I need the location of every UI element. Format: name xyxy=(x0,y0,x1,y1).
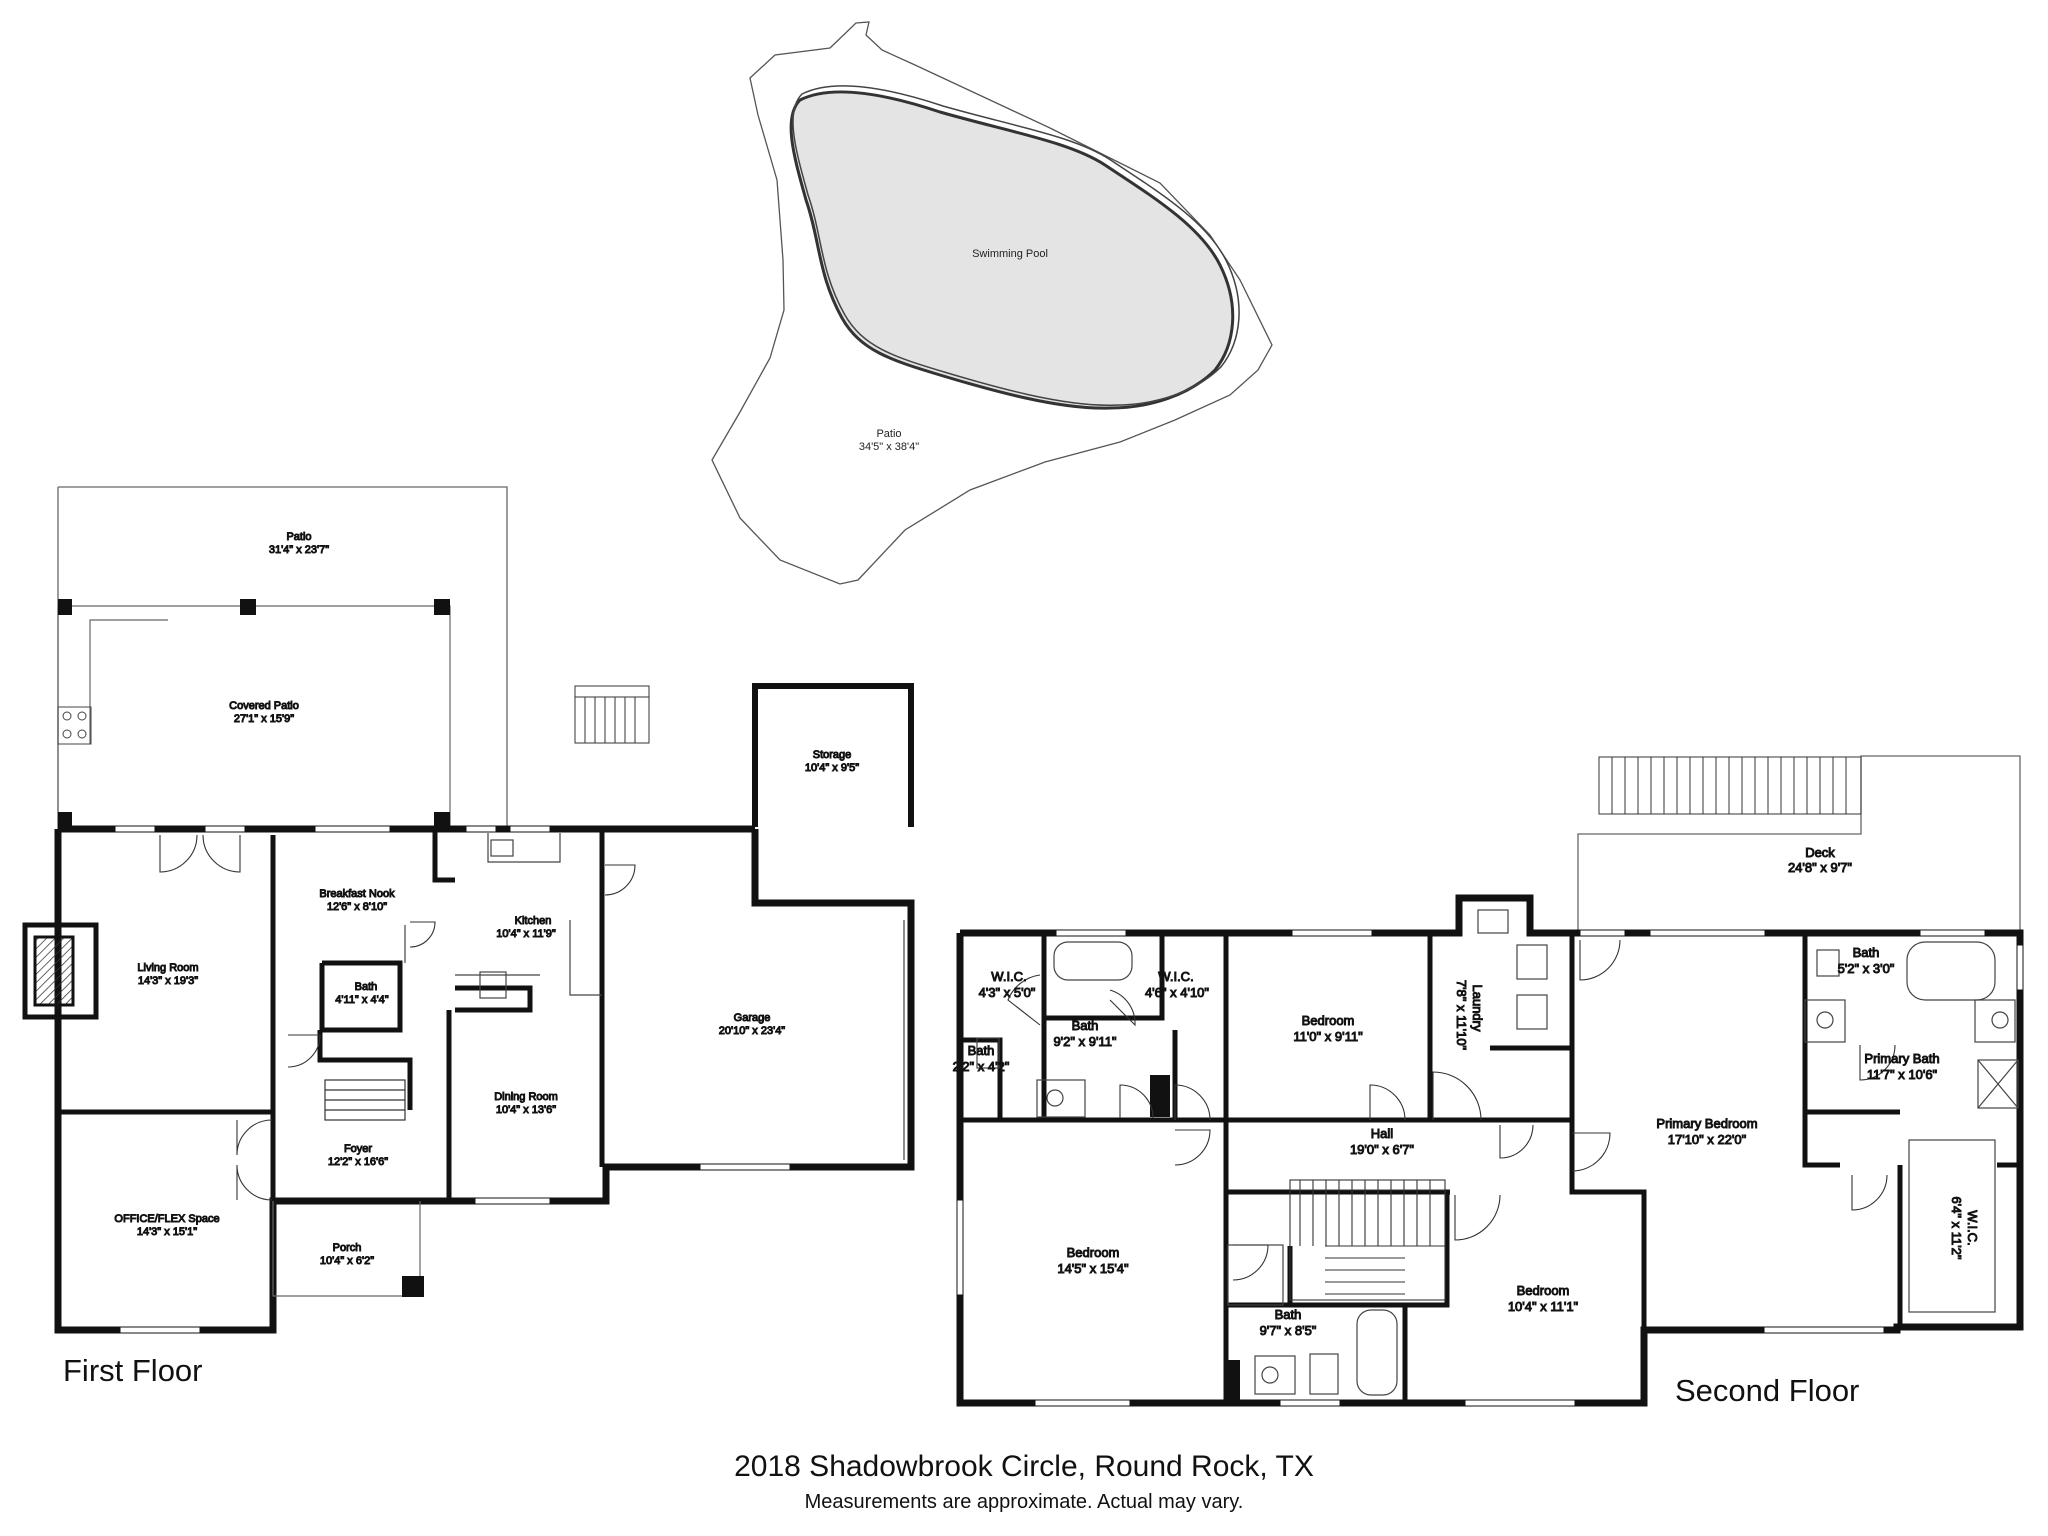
pool-patio-outline xyxy=(711,21,1273,585)
first-floor: Patio 31'4" x 23'7" Covered Patio 27'1" … xyxy=(22,486,915,1334)
kitchen-sink xyxy=(490,839,514,857)
bedroom-3-label: Bedroom xyxy=(1067,1245,1120,1260)
address-caption: 2018 Shadowbrook Circle, Round Rock, TX xyxy=(734,1450,1314,1483)
breakfast-nook-label: Breakfast Nook xyxy=(319,888,395,900)
porch-column xyxy=(402,1276,424,1297)
yard-steps xyxy=(574,685,650,744)
bath-primary-wc-dims: 5'2" x 3'0" xyxy=(1838,961,1895,976)
wic-primary-label: W.I.C. xyxy=(1965,1210,1980,1245)
bath-small-label: Bath xyxy=(968,1043,995,1058)
bath-primary-wc-label: Bath xyxy=(1853,945,1880,960)
bath-hall-label: Bath xyxy=(1275,1307,1302,1322)
bath-jack-label: Bath xyxy=(1072,1018,1099,1033)
first-floor-windows xyxy=(114,825,791,1334)
living-room-dims: 14'3" x 19'3" xyxy=(138,975,198,987)
hall-label: Hall xyxy=(1371,1126,1394,1141)
fireplace xyxy=(22,922,99,1020)
covered-patio-dims: 27'1" x 15'9" xyxy=(234,713,294,725)
deck-stairs xyxy=(1598,756,1862,815)
storage-label: Storage xyxy=(813,749,852,761)
second-floor-pillars xyxy=(1150,1075,1240,1403)
hall-dims: 19'0" x 6'7" xyxy=(1350,1142,1414,1157)
first-floor-stairs xyxy=(324,1079,406,1121)
bath-label: Bath xyxy=(355,981,378,993)
laundry-dims: 7'8" x 11'10" xyxy=(1454,980,1469,1051)
first-floor-title: First Floor xyxy=(63,1353,203,1388)
first-floor-outer-walls xyxy=(54,825,915,1334)
dining-room-dims: 10'4" x 13'6" xyxy=(496,1104,556,1116)
covered-patio-label: Covered Patio xyxy=(229,700,299,712)
breakfast-nook-dims: 12'6" x 8'10" xyxy=(327,901,387,913)
bath-jack-dims: 9'2" x 9'11" xyxy=(1053,1034,1116,1049)
bath-small-dims: 2'2" x 4'2" xyxy=(953,1059,1010,1074)
bath-hall-dims: 9'7" x 8'5" xyxy=(1260,1323,1317,1338)
second-floor-doors xyxy=(1007,939,1896,1281)
patio-outline xyxy=(57,486,508,829)
pool-patio-dims: 34'5" x 38'4" xyxy=(859,441,919,453)
dining-room-label: Dining Room xyxy=(494,1091,558,1103)
bedroom-4-dims: 10'4" x 11'1" xyxy=(1508,1299,1579,1314)
storage-walls xyxy=(752,683,914,827)
disclaimer-caption: Measurements are approximate. Actual may… xyxy=(804,1491,1244,1513)
patio-dims: 31'4" x 23'7" xyxy=(269,544,329,556)
porch-outline xyxy=(272,1201,421,1297)
kitchen-label: Kitchen xyxy=(515,915,552,927)
second-floor-windows xyxy=(956,929,2024,1407)
laundry-label: Laundry xyxy=(1470,985,1485,1032)
storage-dims: 10'4" x 9'5" xyxy=(805,762,859,774)
pool-area: Swimming Pool Patio 34'5" x 38'4" xyxy=(711,21,1273,585)
porch-label: Porch xyxy=(333,1242,362,1254)
kitchen-counters xyxy=(404,833,602,996)
wic-a-dims: 4'3" x 5'0" xyxy=(979,985,1036,1000)
deck-dims: 24'8" x 9'7" xyxy=(1788,860,1852,875)
first-floor-doors xyxy=(159,834,636,1201)
second-floor-stairs xyxy=(1289,1179,1446,1301)
wic-primary-dims: 6'4" x 11'2" xyxy=(1949,1196,1964,1259)
foyer-dims: 12'2" x 16'6" xyxy=(328,1156,388,1168)
second-floor-title: Second Floor xyxy=(1675,1373,1859,1408)
first-floor-interior-walls xyxy=(58,829,609,1330)
foyer-label: Foyer xyxy=(344,1143,372,1155)
deck-label: Deck xyxy=(1805,845,1835,860)
primary-bedroom-dims: 17'10" x 22'0" xyxy=(1668,1132,1747,1147)
primary-bath-dims: 11'7" x 10'6" xyxy=(1867,1067,1938,1082)
grill xyxy=(57,706,92,745)
garage-label: Garage xyxy=(734,1012,771,1024)
wic-b-label: W.I.C. xyxy=(1158,969,1193,984)
wic-a-label: W.I.C. xyxy=(991,969,1026,984)
bath-dims: 4'11" x 4'4" xyxy=(335,994,388,1006)
wic-b-dims: 4'6" x 4'10" xyxy=(1145,985,1209,1000)
office-dims: 14'3" x 15'1" xyxy=(137,1226,197,1238)
second-floor-fixtures xyxy=(976,909,2019,1396)
primary-bath-label: Primary Bath xyxy=(1864,1051,1939,1066)
patio-label: Patio xyxy=(286,531,311,543)
bedroom-4-label: Bedroom xyxy=(1517,1283,1570,1298)
pool-patio-label: Patio xyxy=(876,428,901,440)
bedroom-2-dims: 11'0" x 9'11" xyxy=(1293,1029,1363,1044)
kitchen-dims: 10'4" x 11'9" xyxy=(496,928,556,940)
deck-outline xyxy=(1577,755,2021,933)
living-room-label: Living Room xyxy=(137,962,198,974)
bedroom-3-dims: 14'5" x 15'4" xyxy=(1057,1261,1129,1276)
range xyxy=(479,971,507,999)
pool-label: Swimming Pool xyxy=(972,248,1048,260)
office-label: OFFICE/FLEX Space xyxy=(114,1213,219,1225)
pool-coping xyxy=(792,85,1240,406)
patio-columns xyxy=(58,599,450,828)
porch-dims: 10'4" x 6'2" xyxy=(320,1255,374,1267)
garage-dims: 20'10" x 23'4" xyxy=(719,1025,786,1037)
second-floor: Deck 24'8" x 9'7" xyxy=(952,755,2024,1407)
primary-bedroom-label: Primary Bedroom xyxy=(1656,1116,1757,1131)
bedroom-2-label: Bedroom xyxy=(1302,1013,1355,1028)
